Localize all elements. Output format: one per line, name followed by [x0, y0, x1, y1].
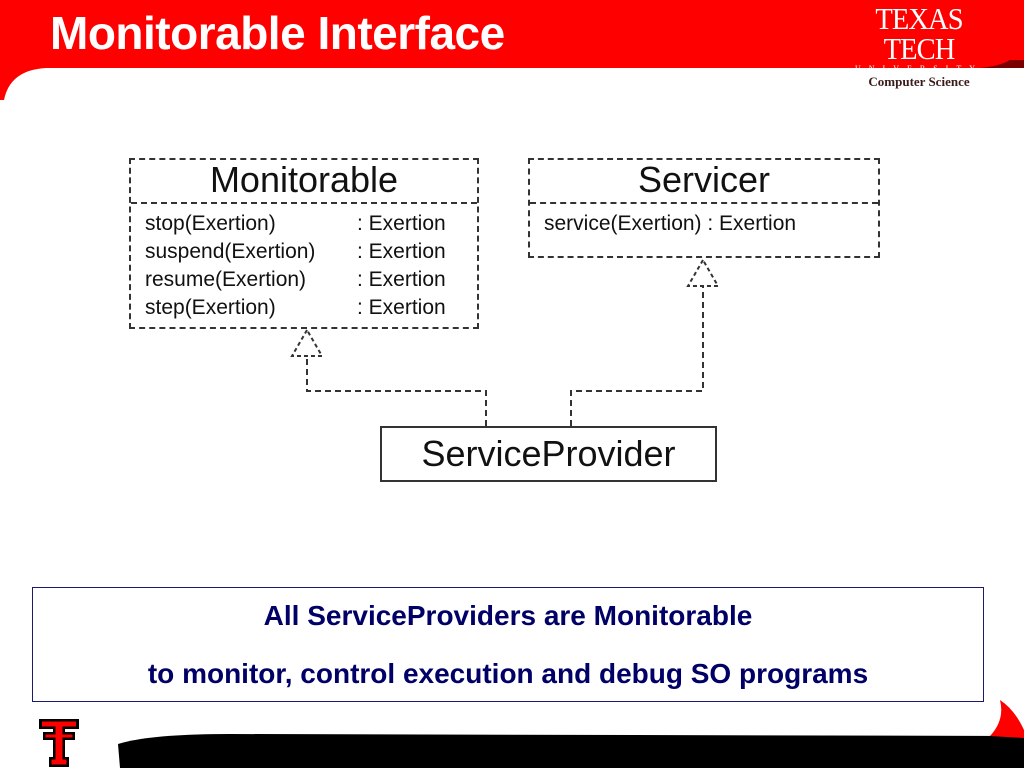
monitorable-class-box: Monitorable stop(Exertion) : Exertion su…: [129, 158, 479, 329]
method-return: : Exertion: [357, 268, 446, 291]
monitorable-methods: stop(Exertion) : Exertion suspend(Exerti…: [131, 204, 477, 322]
monitorable-class-name: Monitorable: [131, 160, 477, 204]
method-name: stop(Exertion): [145, 212, 276, 235]
logo-dept-text: Computer Science: [868, 74, 970, 89]
provider-to-monitorable-line: [306, 356, 487, 426]
footer-banner: [118, 700, 1024, 768]
texas-tech-logo: TEXAS TECH UNIVERSITY Computer Science: [834, 1, 1004, 89]
header-red-band: [0, 0, 1024, 100]
page-title: Monitorable Interface: [50, 7, 505, 59]
method-return: : Exertion: [357, 212, 446, 235]
method-name: suspend(Exertion): [145, 240, 316, 263]
header-banner: [0, 0, 1024, 100]
method-name: resume(Exertion): [145, 268, 307, 291]
footer-red-accent: [990, 700, 1024, 738]
method-row: step(Exertion) : Exertion: [145, 294, 477, 322]
method-row: stop(Exertion) : Exertion: [145, 210, 477, 238]
servicer-class-name: Servicer: [530, 160, 878, 204]
service-provider-class-box: ServiceProvider: [380, 426, 717, 482]
provider-to-servicer-line: [570, 286, 704, 426]
method-row: service(Exertion) : Exertion: [544, 212, 797, 235]
method-name: step(Exertion): [145, 296, 276, 319]
note-box: All ServiceProviders are Monitorable to …: [32, 587, 984, 702]
double-t-logo-icon: [39, 719, 79, 767]
servicer-arrowhead: [686, 257, 720, 287]
servicer-class-box: Servicer service(Exertion) : Exertion: [528, 158, 880, 258]
method-row: resume(Exertion) : Exertion: [145, 266, 477, 294]
method-return: : Exertion: [357, 240, 446, 263]
method-return: : Exertion: [357, 296, 446, 319]
note-line-2: to monitor, control execution and debug …: [147, 658, 869, 689]
footer-black-swoosh: [118, 734, 1024, 768]
logo-sub-text: UNIVERSITY: [855, 64, 983, 73]
note-line-1: All ServiceProviders are Monitorable: [263, 600, 753, 631]
method-row: suspend(Exertion) : Exertion: [145, 238, 477, 266]
servicer-methods: service(Exertion) : Exertion: [530, 204, 878, 238]
header-dark-edge: [980, 60, 1024, 68]
logo-main-text: TEXAS TECH: [875, 1, 963, 66]
monitorable-arrowhead: [290, 327, 324, 357]
